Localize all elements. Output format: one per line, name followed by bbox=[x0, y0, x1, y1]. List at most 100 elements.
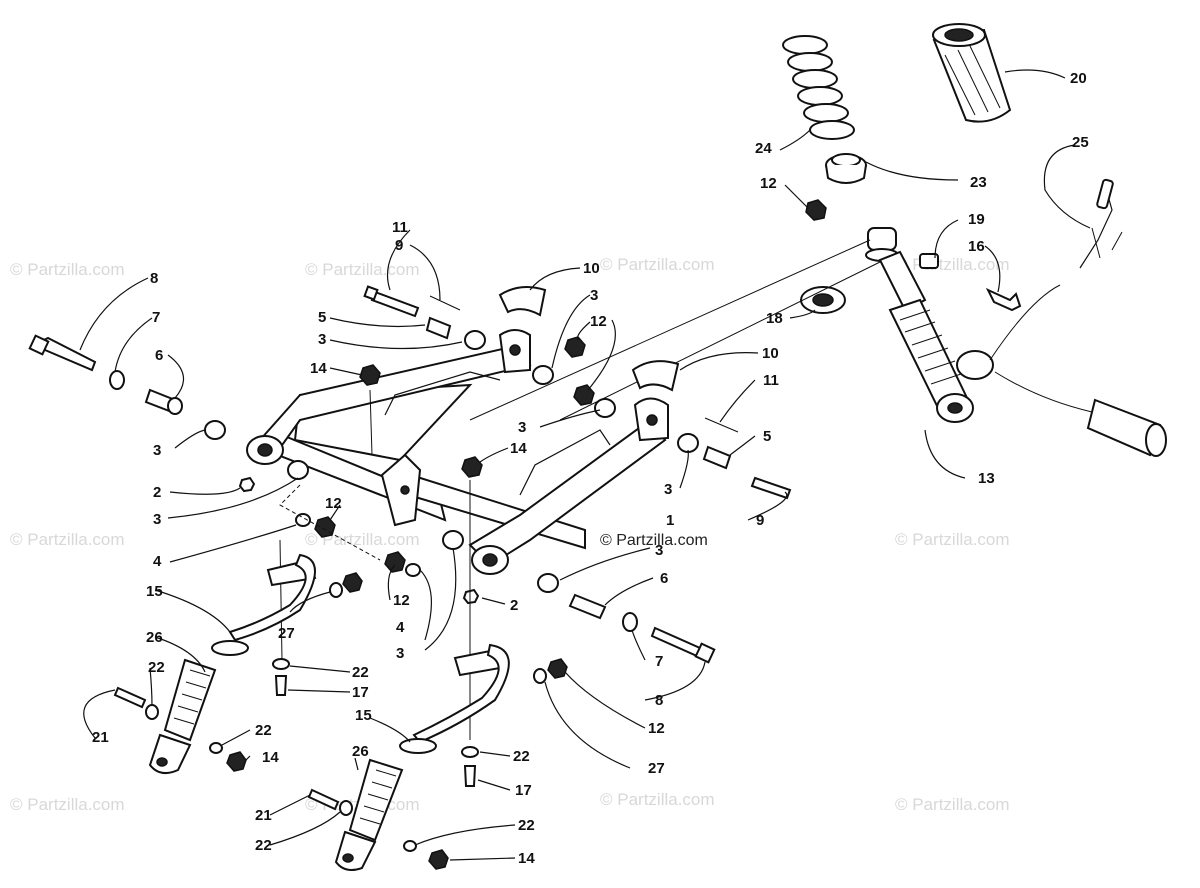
callout-label: 3 bbox=[153, 442, 161, 459]
spring-drawing bbox=[782, 35, 855, 140]
watermark: © Partzilla.com bbox=[895, 255, 1010, 274]
right-hoop-drawing bbox=[519, 429, 611, 496]
callout-label: 12 bbox=[325, 495, 342, 512]
callout-label: 22 bbox=[518, 817, 535, 834]
washer-22-drawing bbox=[461, 746, 479, 758]
callout-label: 12 bbox=[648, 720, 665, 737]
bolt-21-drawing bbox=[113, 686, 147, 709]
assembly-line bbox=[369, 389, 373, 456]
callout-label: 11 bbox=[392, 219, 408, 236]
callout-label: 22 bbox=[352, 664, 369, 681]
nut-12-top-drawing bbox=[805, 199, 827, 221]
nut-2-drawing bbox=[462, 588, 480, 605]
callout-label: 5 bbox=[318, 309, 326, 326]
washer-4-drawing bbox=[405, 563, 421, 577]
callout-label: 12 bbox=[760, 175, 777, 192]
washer-18-drawing bbox=[800, 286, 846, 314]
shock-body-drawing bbox=[878, 250, 994, 423]
leader-lines bbox=[79, 69, 1091, 861]
nut-12-drawing bbox=[342, 572, 363, 593]
nut-2-drawing bbox=[238, 476, 256, 493]
watermark: © Partzilla.com bbox=[10, 795, 125, 814]
watermark: © Partzilla.com bbox=[895, 530, 1010, 549]
watermark: © Partzilla.com bbox=[10, 260, 125, 279]
callout-label: 1 bbox=[666, 512, 674, 529]
callout-label: 8 bbox=[655, 692, 663, 709]
callout-label: 23 bbox=[970, 174, 987, 191]
spacer-5-lower-drawing bbox=[702, 445, 732, 470]
washer-22-drawing bbox=[403, 840, 417, 852]
callout-label: 10 bbox=[583, 260, 600, 277]
callout-label: 7 bbox=[655, 653, 663, 670]
footrest-strap-drawing bbox=[228, 553, 316, 642]
callout-label: 26 bbox=[352, 743, 369, 760]
callout-label: 16 bbox=[968, 238, 985, 255]
washer-22-drawing bbox=[145, 704, 159, 720]
callout-label: 12 bbox=[393, 592, 410, 609]
sensor-cable-drawing bbox=[1079, 178, 1123, 269]
washer-22-drawing bbox=[209, 742, 223, 754]
footrest-left bbox=[113, 553, 363, 775]
boot-drawing bbox=[932, 23, 1012, 123]
watermark: © Partzilla.com bbox=[10, 530, 125, 549]
bushing-3-drawing bbox=[537, 573, 559, 593]
bolt-9-lower-drawing bbox=[750, 476, 792, 500]
spacer-5-upper-drawing bbox=[425, 316, 452, 340]
spring-seat-drawing bbox=[825, 153, 867, 184]
shock-assembly bbox=[469, 23, 1167, 457]
callout-label: 21 bbox=[255, 807, 272, 824]
callout-label: 9 bbox=[395, 237, 403, 254]
nut-12-drawing bbox=[573, 384, 595, 406]
clip-15-drawing bbox=[399, 738, 437, 754]
watermark: © Partzilla.com bbox=[305, 260, 420, 279]
assembly-line bbox=[469, 239, 871, 421]
callout-label: 3 bbox=[153, 511, 161, 528]
bolt-8-right-drawing bbox=[650, 626, 702, 658]
washer-4-drawing bbox=[295, 513, 311, 527]
callout-label: 7 bbox=[152, 309, 160, 326]
washer-27-drawing bbox=[533, 668, 547, 684]
callout-label: 20 bbox=[1070, 70, 1087, 87]
cotter-pin-11-lower-drawing bbox=[704, 417, 739, 433]
callout-label: 27 bbox=[648, 760, 665, 777]
callout-label: 9 bbox=[756, 512, 764, 529]
washer-22-drawing bbox=[272, 658, 290, 670]
nut-14-drawing bbox=[461, 456, 483, 478]
callout-label: 17 bbox=[515, 782, 532, 799]
callout-label: 2 bbox=[510, 597, 518, 614]
callout-label: 4 bbox=[153, 553, 162, 570]
callout-label: 22 bbox=[148, 659, 165, 676]
clip-15-drawing bbox=[211, 640, 249, 656]
callout-label: 8 bbox=[150, 270, 158, 287]
bushing-3-drawing bbox=[204, 420, 226, 440]
callout-label: 21 bbox=[92, 729, 109, 746]
shock-reservoir-drawing bbox=[989, 284, 1167, 457]
bushing-3-drawing bbox=[287, 460, 309, 480]
callout-label: 6 bbox=[660, 570, 668, 587]
callout-label: 24 bbox=[755, 140, 772, 157]
assembly-line bbox=[279, 539, 283, 661]
shim-10-lower-drawing bbox=[631, 360, 680, 392]
callout-label: 5 bbox=[763, 428, 771, 445]
callout-label: 27 bbox=[278, 625, 295, 642]
bushing-3-drawing bbox=[442, 530, 464, 550]
cotter-pin-11-upper-drawing bbox=[429, 295, 461, 311]
callout-label: 25 bbox=[1072, 134, 1089, 151]
left-hoop-drawing bbox=[384, 371, 501, 416]
callout-label: 15 bbox=[355, 707, 372, 724]
callout-label: 17 bbox=[352, 684, 369, 701]
bushing-3-drawing bbox=[532, 365, 554, 385]
callout-label: 3 bbox=[318, 331, 326, 348]
callout-label: 15 bbox=[146, 583, 163, 600]
hardware bbox=[28, 285, 792, 740]
nut-14-drawing bbox=[226, 751, 247, 772]
nut-12-drawing bbox=[564, 336, 586, 358]
callout-label: 12 bbox=[590, 313, 607, 330]
callout-label: 3 bbox=[664, 481, 672, 498]
nut-12-drawing bbox=[547, 658, 568, 679]
watermark: © Partzilla.com bbox=[305, 530, 420, 549]
nut-12-drawing bbox=[384, 551, 406, 573]
callout-label: 14 bbox=[510, 440, 527, 457]
callout-label: 10 bbox=[762, 345, 779, 362]
